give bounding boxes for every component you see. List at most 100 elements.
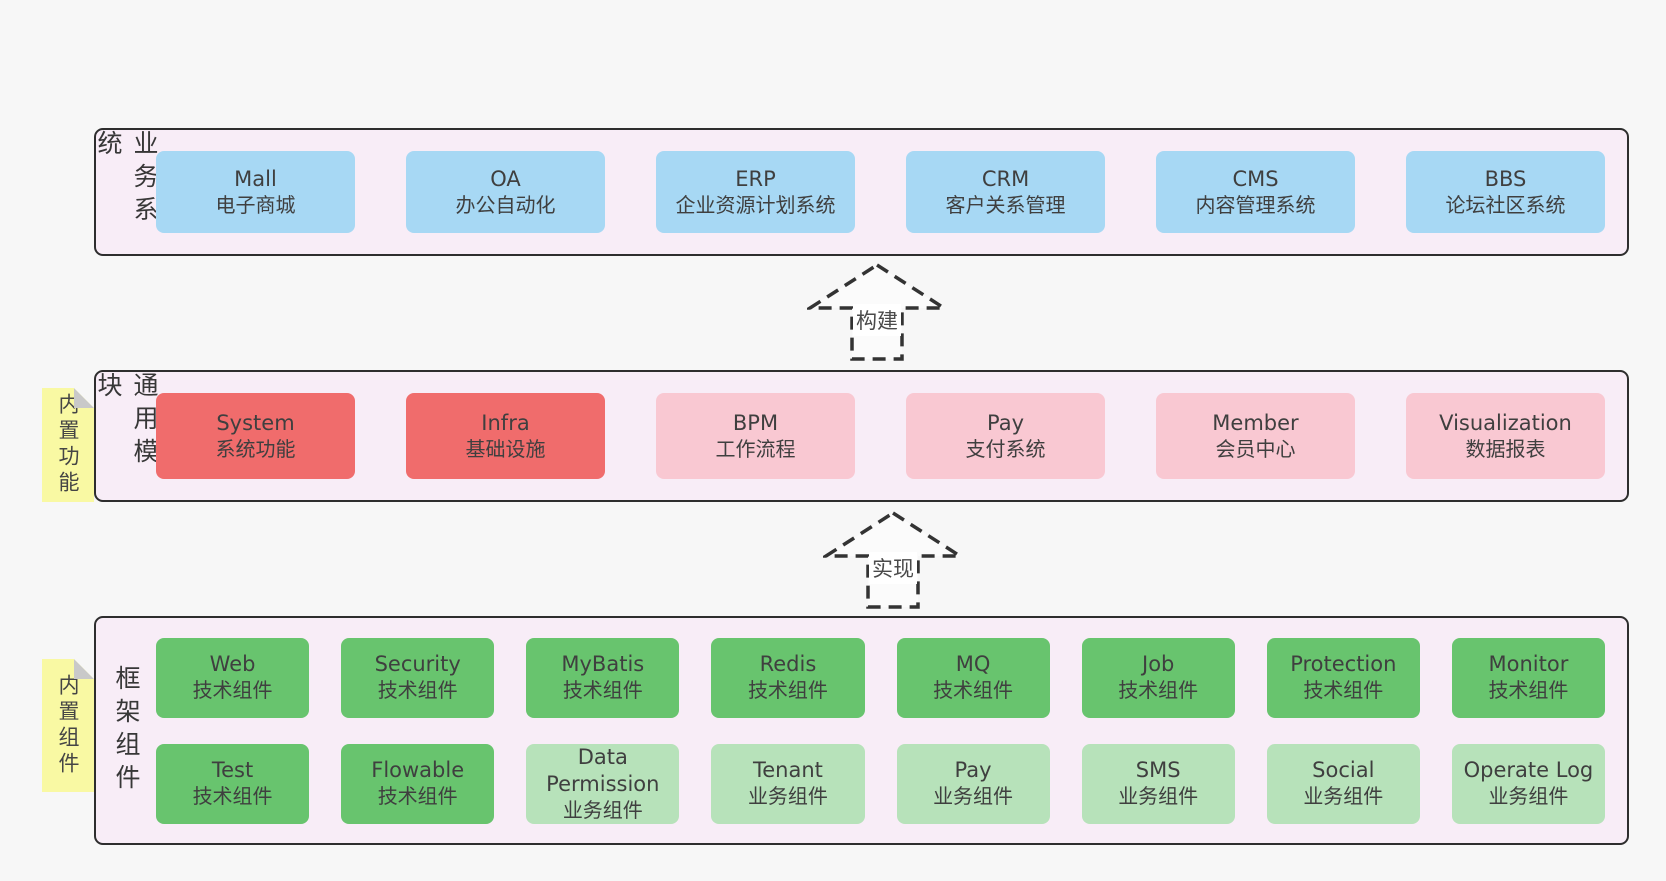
module-name-zh: 技术组件: [562, 678, 643, 703]
module-name-zh: 业务组件: [1488, 784, 1569, 809]
module-name-en: Test: [211, 758, 254, 783]
module-name-zh: 技术组件: [377, 784, 458, 809]
module-name-en: Web: [209, 652, 256, 677]
sticky-tag-label: 内置组件: [56, 673, 80, 778]
sticky-tag-label: 内置功能: [56, 393, 80, 497]
module-name-zh: 会员中心: [1215, 436, 1296, 461]
module-name-en: Protection: [1290, 652, 1397, 677]
module-name-en: Data Permission: [546, 744, 660, 796]
sticky-tag-built-in-features: 内置功能: [42, 388, 94, 502]
module-name-en: Flowable: [371, 758, 465, 783]
arrow-implement-label: 实现: [869, 552, 917, 584]
module-name-zh: 业务组件: [747, 784, 828, 809]
arrow-build-label: 构建: [853, 304, 901, 336]
module-name-zh: 业务组件: [562, 797, 643, 822]
module-name-zh: 技术组件: [933, 678, 1014, 703]
module-name-zh: 企业资源计划系统: [675, 192, 836, 217]
module-name-zh: 技术组件: [192, 784, 273, 809]
module-name-zh: 技术组件: [747, 678, 828, 703]
module-name-zh: 技术组件: [1118, 678, 1199, 703]
module-name-zh: 技术组件: [1303, 678, 1384, 703]
folded-corner-icon: [74, 659, 94, 679]
module-name-zh: 数据报表: [1465, 436, 1546, 461]
module-name-zh: 基础设施: [465, 436, 546, 461]
module-name-en: Operate Log: [1463, 758, 1594, 783]
arrow-implement: 实现: [823, 510, 963, 610]
module-name-en: Social: [1312, 758, 1375, 783]
module-name-zh: 办公自动化: [455, 192, 556, 217]
module-name-en: Redis: [759, 652, 817, 677]
module-name-en: Pay: [986, 410, 1025, 435]
module-name-en: Member: [1212, 410, 1299, 435]
module-name-en: Job: [1142, 652, 1175, 677]
module-name-zh: 技术组件: [1488, 678, 1569, 703]
module-name-zh: 支付系统: [965, 436, 1046, 461]
sticky-tag-built-in-components: 内置组件: [42, 659, 94, 792]
module-name-zh: 业务组件: [1303, 784, 1384, 809]
module-name-en: Tenant: [752, 758, 823, 783]
module-name-zh: 业务组件: [933, 784, 1014, 809]
arrow-build: 构建: [807, 262, 947, 362]
module-name-zh: 技术组件: [192, 678, 273, 703]
module-name-en: Mall: [234, 166, 277, 191]
layer-label-business-systems: 业务系统: [94, 130, 159, 229]
module-name-en: OA: [490, 166, 521, 191]
module-name-zh: 论坛社区系统: [1445, 192, 1566, 217]
module-name-en: BPM: [732, 410, 779, 435]
module-name-zh: 电子商城: [215, 192, 296, 217]
module-name-zh: 业务组件: [1118, 784, 1199, 809]
module-name-zh: 系统功能: [215, 436, 296, 461]
module-name-en: CRM: [981, 166, 1030, 191]
module-name-en: System: [216, 410, 295, 435]
module-name-en: MQ: [955, 652, 991, 677]
module-name-zh: 内容管理系统: [1195, 192, 1316, 217]
module-name-en: CMS: [1232, 166, 1279, 191]
module-name-en: ERP: [735, 166, 776, 191]
layer-label-common-modules: 通用模块: [94, 372, 159, 471]
module-name-en: Monitor: [1488, 652, 1569, 677]
module-name-zh: 工作流程: [715, 436, 796, 461]
module-name-en: Infra: [481, 410, 530, 435]
module-name-zh: 客户关系管理: [945, 192, 1066, 217]
module-name-en: BBS: [1484, 166, 1527, 191]
module-name-en: Pay: [954, 758, 992, 783]
module-name-en: Visualization: [1439, 410, 1572, 435]
layer-label-framework-components: 框架组件: [112, 664, 141, 797]
module-name-en: MyBatis: [561, 652, 645, 677]
module-name-en: Security: [374, 652, 461, 677]
